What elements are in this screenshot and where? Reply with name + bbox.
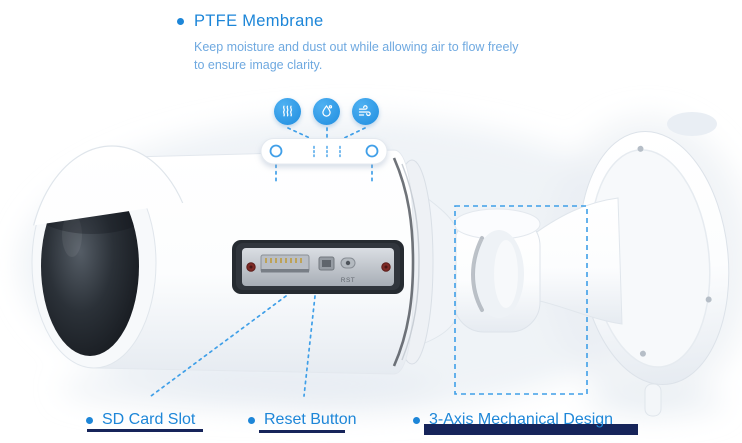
ptfe-callout-header: PTFE Membrane: [177, 12, 324, 31]
cloud-blob: [667, 112, 717, 136]
reset-button-port: [340, 257, 356, 269]
leader-line-icon-air: [340, 127, 366, 141]
three-axis-dashed-box: [454, 205, 588, 395]
base-screw: [637, 145, 644, 152]
lens-highlight: [62, 213, 82, 257]
lens: [41, 176, 139, 356]
base-bottom-tab: [644, 383, 662, 417]
mount-arm: [525, 197, 623, 325]
base-screw: [705, 296, 712, 303]
ptfe-title: PTFE Membrane: [194, 12, 324, 30]
ptfe-description: Keep moisture and dust out while allowin…: [194, 40, 519, 73]
bullet-dot: [86, 416, 93, 424]
label-underline: [259, 430, 345, 433]
sd-card-slot: [260, 254, 310, 273]
bullet-dot: [248, 416, 255, 424]
bullet-dot: [413, 416, 420, 424]
mount-hinge: [453, 208, 541, 333]
leader-line-sd: [150, 295, 287, 397]
bullet-dot: [177, 18, 184, 25]
body-seam: [392, 157, 415, 367]
reset-button-callout: Reset Button: [248, 411, 357, 429]
base-screw: [639, 350, 646, 357]
usb-port: [318, 256, 335, 271]
sd-card-slot-callout: SD Card Slot: [86, 411, 195, 429]
body-seam-echo: [401, 163, 420, 361]
membrane-hole-left: [269, 144, 283, 158]
sd-card-slot-label: SD Card Slot: [102, 411, 196, 428]
leader-line-icon-moisture: [287, 127, 314, 141]
label-underline: [87, 429, 203, 432]
membrane-strip: [260, 138, 388, 165]
three-axis-label: 3-Axis Mechanical Design: [429, 411, 614, 428]
three-axis-callout: 3-Axis Mechanical Design: [413, 411, 613, 429]
label-underline: [424, 424, 638, 435]
water-drop-icon: [313, 98, 340, 125]
reset-button-label: Reset Button: [264, 411, 357, 428]
reset-port-label: RST: [341, 277, 356, 284]
membrane-hole-right: [365, 144, 379, 158]
io-panel: RST: [232, 240, 404, 294]
airflow-icon: [352, 98, 379, 125]
moisture-waves-icon: [274, 98, 301, 125]
feature-icon-row: [274, 98, 379, 125]
